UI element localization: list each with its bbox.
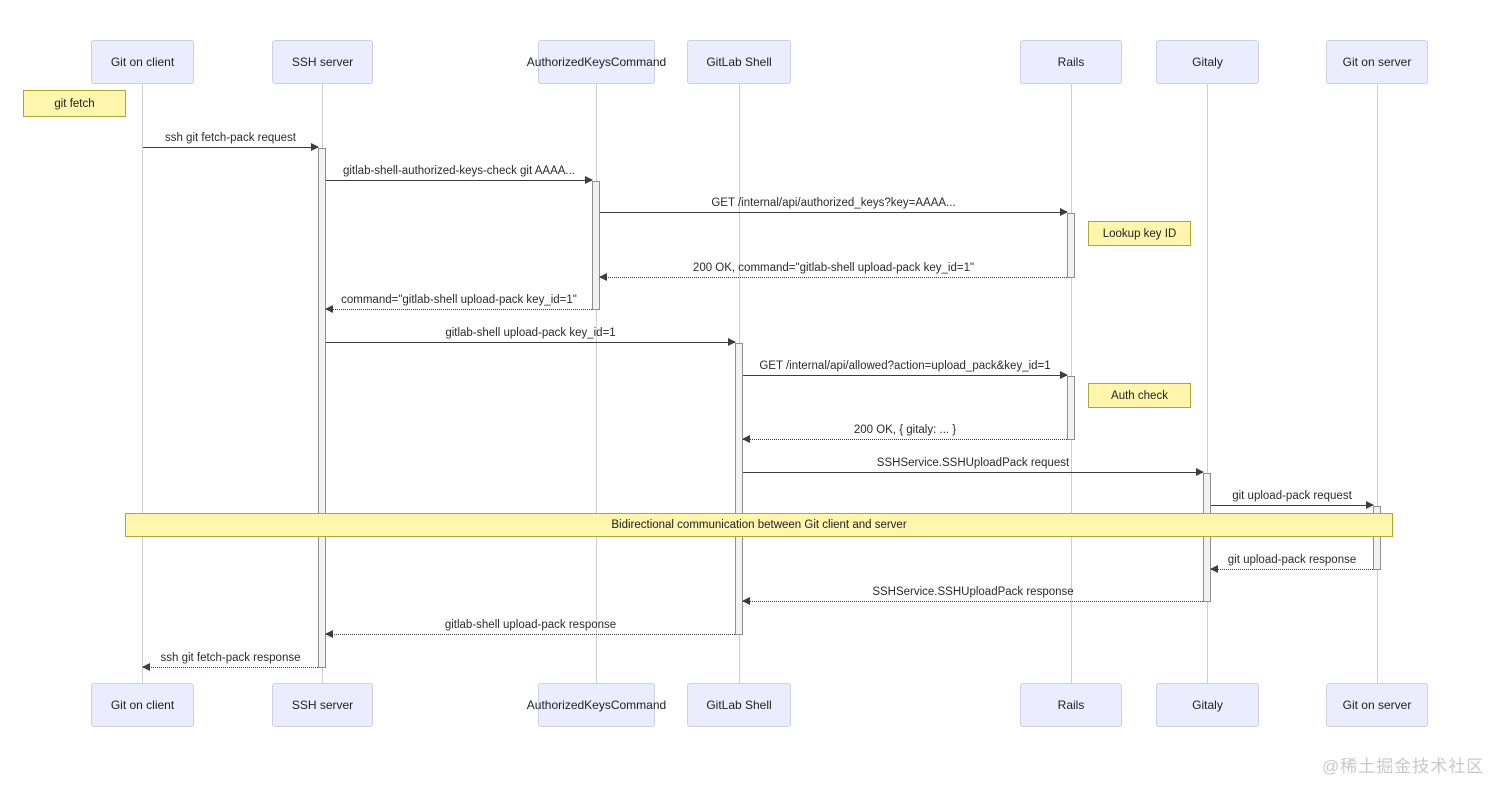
arrowhead-icon	[599, 273, 607, 281]
participant-gitlab-shell-bottom: GitLab Shell	[687, 683, 791, 727]
participant-label: Git on client	[110, 698, 175, 712]
participant-label: Git on client	[110, 55, 175, 69]
message-label: 200 OK, command="gitlab-shell upload-pac…	[692, 262, 975, 274]
participant-label: Gitaly	[1192, 55, 1223, 69]
message-sshservice-request: SSHService.SSHUploadPack request	[743, 455, 1204, 476]
participant-ssh-server-top: SSH server	[272, 40, 373, 84]
activation-authorizedkeyscommand	[592, 181, 600, 310]
arrowhead-icon	[1366, 501, 1374, 509]
arrowhead-icon	[325, 305, 333, 313]
activation-git-on-server	[1373, 506, 1381, 570]
message-ssh-fetch-pack-request: ssh git fetch-pack request	[143, 130, 319, 151]
message-200-ok-gitaly: 200 OK, { gitaly: ... }	[742, 422, 1067, 443]
lifeline-gitaly	[1207, 84, 1208, 683]
participant-label: Rails	[1057, 698, 1085, 712]
participant-label: Gitaly	[1192, 698, 1223, 712]
message-command-upload-pack: command="gitlab-shell upload-pack key_id…	[325, 292, 592, 313]
participant-gitaly-bottom: Gitaly	[1156, 683, 1259, 727]
message-label: ssh git fetch-pack response	[160, 652, 301, 664]
note-auth-check: Auth check	[1088, 383, 1191, 408]
message-label: GET /internal/api/allowed?action=upload_…	[759, 360, 1051, 372]
note-label: Auth check	[1111, 389, 1168, 402]
message-authorized-keys-check: gitlab-shell-authorized-keys-check git A…	[326, 163, 593, 184]
arrowhead-icon	[742, 597, 750, 605]
arrowhead-icon	[1196, 468, 1204, 476]
arrowhead-icon	[142, 663, 150, 671]
activation-ssh-server	[318, 148, 326, 668]
message-label: ssh git fetch-pack request	[164, 132, 297, 144]
note-label: Bidirectional communication between Git …	[611, 519, 907, 531]
participant-authorizedkeyscommand-top: AuthorizedKeysCommand	[527, 40, 666, 84]
activation-rails-keys	[1067, 213, 1075, 278]
participant-git-on-client-bottom: Git on client	[91, 683, 194, 727]
message-label: git upload-pack request	[1232, 490, 1352, 502]
message-label: command="gitlab-shell upload-pack key_id…	[341, 294, 577, 306]
participant-label: Git on server	[1342, 55, 1412, 69]
message-get-authorized-keys: GET /internal/api/authorized_keys?key=AA…	[600, 195, 1068, 216]
participant-label: GitLab Shell	[706, 55, 772, 69]
message-label: SSHService.SSHUploadPack response	[872, 586, 1074, 598]
participant-label: Rails	[1057, 55, 1085, 69]
note-lookup-key-id: Lookup key ID	[1088, 221, 1191, 246]
arrowhead-icon	[311, 143, 319, 151]
message-get-allowed: GET /internal/api/allowed?action=upload_…	[743, 358, 1068, 379]
message-label: gitlab-shell upload-pack key_id=1	[445, 327, 616, 339]
participant-gitlab-shell-top: GitLab Shell	[687, 40, 791, 84]
participant-rails-bottom: Rails	[1020, 683, 1122, 727]
note-bidirectional-communication: Bidirectional communication between Git …	[125, 513, 1393, 537]
lifeline-authorizedkeyscommand	[596, 84, 597, 683]
participant-rails-top: Rails	[1020, 40, 1122, 84]
arrowhead-icon	[1210, 565, 1218, 573]
participant-ssh-server-bottom: SSH server	[272, 683, 373, 727]
activation-gitaly	[1203, 473, 1211, 602]
message-gitlab-shell-upload-pack: gitlab-shell upload-pack key_id=1	[326, 325, 736, 346]
message-git-upload-pack-response: git upload-pack response	[1210, 552, 1373, 573]
lifeline-git-on-client	[142, 84, 143, 683]
activation-gitlab-shell	[735, 343, 743, 635]
arrowhead-icon	[1060, 208, 1068, 216]
message-git-upload-pack-request: git upload-pack request	[1211, 488, 1374, 509]
note-git-fetch: git fetch	[23, 90, 126, 117]
participant-label: AuthorizedKeysCommand	[526, 55, 667, 69]
activation-rails-allowed	[1067, 376, 1075, 440]
note-label: Lookup key ID	[1102, 227, 1177, 240]
arrowhead-icon	[728, 338, 736, 346]
message-label: GET /internal/api/authorized_keys?key=AA…	[711, 197, 956, 209]
watermark: @稀土掘金技术社区	[1322, 757, 1485, 776]
lifeline-git-on-server	[1377, 84, 1378, 683]
participant-git-on-client-top: Git on client	[91, 40, 194, 84]
arrowhead-icon	[325, 630, 333, 638]
note-label: git fetch	[54, 97, 95, 110]
participant-label: SSH server	[291, 698, 354, 712]
message-gitlab-shell-upload-pack-response: gitlab-shell upload-pack response	[325, 617, 735, 638]
message-sshservice-response: SSHService.SSHUploadPack response	[742, 584, 1203, 605]
participant-authorizedkeyscommand-bottom: AuthorizedKeysCommand	[527, 683, 666, 727]
participant-gitaly-top: Gitaly	[1156, 40, 1259, 84]
participant-git-on-server-top: Git on server	[1326, 40, 1428, 84]
message-200-ok-command: 200 OK, command="gitlab-shell upload-pac…	[599, 260, 1067, 281]
participant-label: GitLab Shell	[706, 698, 772, 712]
message-label: gitlab-shell-authorized-keys-check git A…	[342, 165, 576, 177]
participant-label: AuthorizedKeysCommand	[526, 698, 667, 712]
arrowhead-icon	[1060, 371, 1068, 379]
arrowhead-icon	[742, 435, 750, 443]
message-label: gitlab-shell upload-pack response	[444, 619, 617, 631]
message-label: git upload-pack response	[1227, 554, 1357, 566]
message-label: SSHService.SSHUploadPack request	[876, 457, 1070, 469]
participant-label: SSH server	[291, 55, 354, 69]
participant-label: Git on server	[1342, 698, 1412, 712]
message-ssh-fetch-pack-response: ssh git fetch-pack response	[142, 650, 318, 671]
arrowhead-icon	[585, 176, 593, 184]
participant-git-on-server-bottom: Git on server	[1326, 683, 1428, 727]
message-label: 200 OK, { gitaly: ... }	[853, 424, 957, 436]
